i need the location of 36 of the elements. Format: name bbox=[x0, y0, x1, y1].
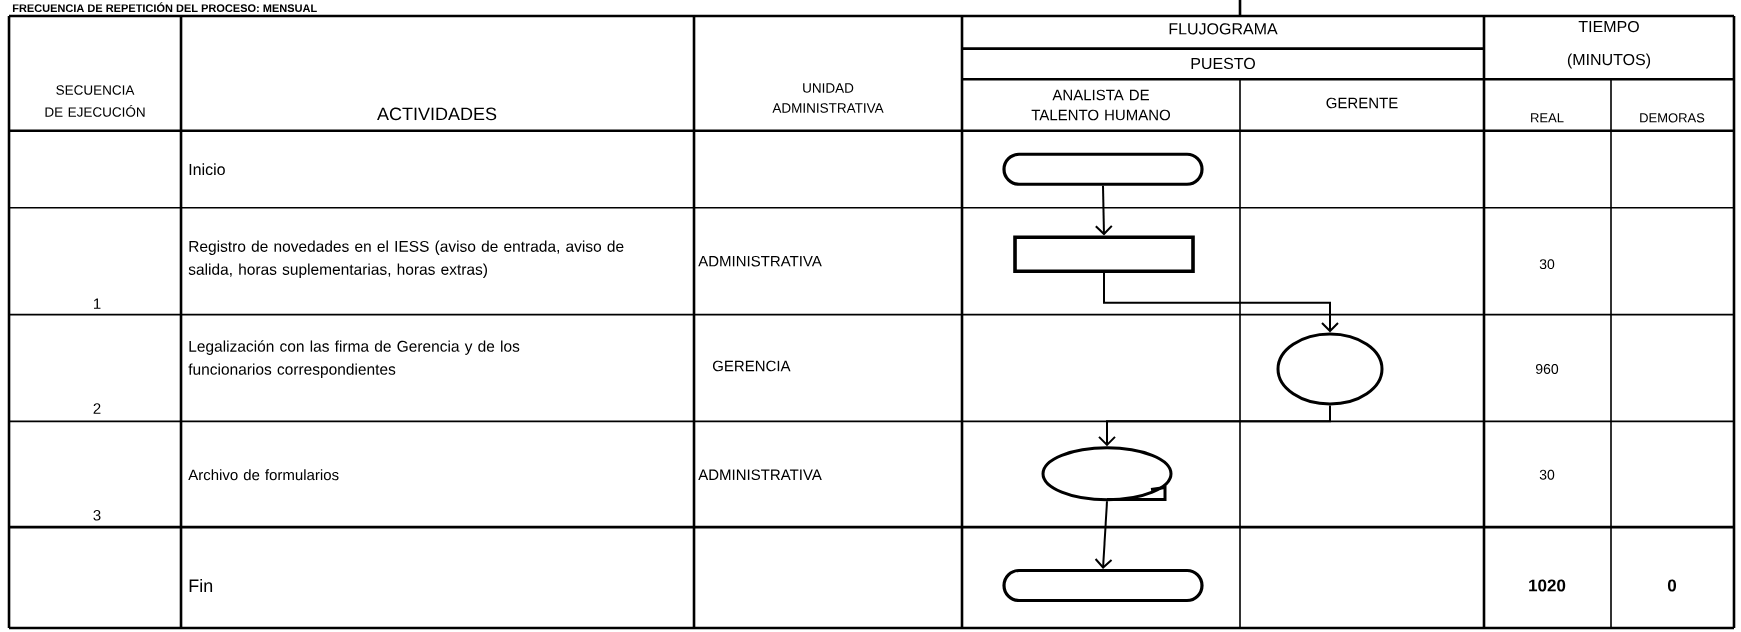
column-header: UNIDAD ADMINISTRATIVA bbox=[772, 83, 884, 113]
table-cell-text: Inicio bbox=[189, 163, 225, 176]
arrow bbox=[1103, 272, 1339, 333]
table-cell-text: Archivo de formularios bbox=[188, 469, 339, 481]
title: FRECUENCIA DE REPETICIÓN DEL PROCESO: MENSUAL bbox=[12, 2, 317, 13]
table-cell-text: 30 bbox=[1539, 469, 1555, 480]
column-header: ANALISTA DE TALENTO HUMANO bbox=[1031, 89, 1170, 121]
table-cell-text: 30 bbox=[1539, 259, 1555, 270]
arrow bbox=[1098, 404, 1331, 447]
table-cell-text: Fin bbox=[189, 578, 213, 592]
table-cell-text: 3 bbox=[93, 509, 101, 521]
table-cell-text: Registro de novedades en el IESS (aviso de entrada, aviso de salida, horas suplementarias, horas extras) bbox=[188, 240, 624, 278]
terminator-shape bbox=[1002, 568, 1204, 603]
arrow bbox=[1094, 184, 1113, 236]
table-cell-text: 1020 bbox=[1529, 579, 1566, 592]
column-header: ACTIVIDADES bbox=[377, 107, 497, 121]
table-cell-text: Legalización con las firma de Gerencia y de los funcionarios correspondientes bbox=[188, 340, 520, 378]
arrow bbox=[1094, 500, 1113, 569]
column-header: SECUENCIA DE EJECUCIÓN bbox=[45, 85, 145, 117]
archive-shape bbox=[1041, 446, 1173, 502]
column-header: GERENTE bbox=[1326, 97, 1398, 109]
table-cell-text: ADMINISTRATIVA bbox=[698, 255, 822, 267]
column-header: DEMORAS bbox=[1640, 113, 1705, 123]
column-header: TIEMPO (MINUTOS) bbox=[1567, 20, 1651, 69]
column-header: FLUJOGRAMA bbox=[1169, 23, 1278, 35]
table-cell-text: ADMINISTRATIVA bbox=[698, 469, 822, 481]
column-header: REAL bbox=[1531, 113, 1564, 123]
table-cell-text: 960 bbox=[1536, 364, 1559, 374]
table-cell-text: 1 bbox=[94, 298, 101, 309]
process-box bbox=[1013, 235, 1195, 274]
table-cell-text: 2 bbox=[93, 403, 101, 414]
table-cell-text: GERENCIA bbox=[712, 360, 791, 372]
table-cell-text: 0 bbox=[1667, 579, 1676, 592]
connector-circle bbox=[1276, 332, 1384, 406]
terminator-shape bbox=[1002, 152, 1204, 186]
column-header: PUESTO bbox=[1191, 57, 1255, 70]
